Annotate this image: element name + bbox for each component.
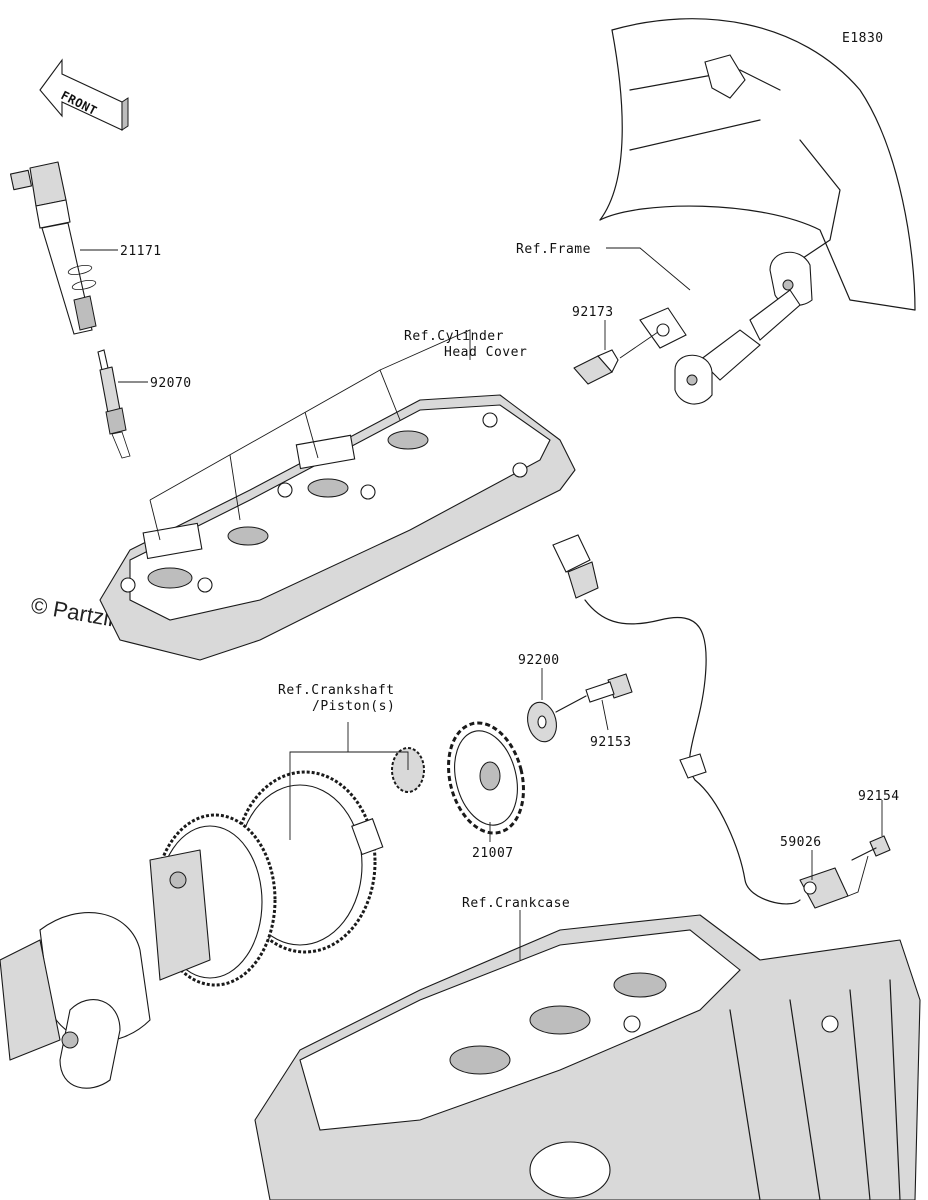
ref-cylinder-head-2: Head Cover <box>444 345 527 360</box>
part-label-92154: 92154 <box>858 789 900 804</box>
frame <box>599 18 916 405</box>
ignition-coil <box>9 161 97 335</box>
front-arrow-icon: FRONT <box>39 58 129 131</box>
rotor-21007 <box>447 721 525 835</box>
tilt-sensor-92173 <box>573 307 687 385</box>
ref-cylinder-head-1: Ref.Cylinder <box>404 329 504 344</box>
bolt-92154 <box>851 835 891 861</box>
crank-position-sensor <box>552 534 849 909</box>
crankshaft <box>0 747 425 1089</box>
part-label-92070: 92070 <box>150 376 192 391</box>
ref-crankshaft-2: /Piston(s) <box>312 699 395 714</box>
part-label-59026: 59026 <box>780 835 822 850</box>
part-label-21007: 21007 <box>472 846 514 861</box>
bolt-92153 <box>555 673 633 713</box>
spark-plug <box>97 349 131 459</box>
ref-crankcase: Ref.Crankcase <box>462 896 570 911</box>
crankcase <box>254 914 921 1200</box>
part-label-21171: 21171 <box>120 244 162 259</box>
part-label-92153: 92153 <box>590 735 632 750</box>
ref-crankshaft-1: Ref.Crankshaft <box>278 683 395 698</box>
cylinder-head-cover <box>99 394 576 661</box>
ref-frame: Ref.Frame <box>516 242 591 257</box>
part-label-92173: 92173 <box>572 305 614 320</box>
washer-92200 <box>527 701 557 743</box>
part-label-92200: 92200 <box>518 653 560 668</box>
diagram-code: E1830 <box>842 31 884 46</box>
